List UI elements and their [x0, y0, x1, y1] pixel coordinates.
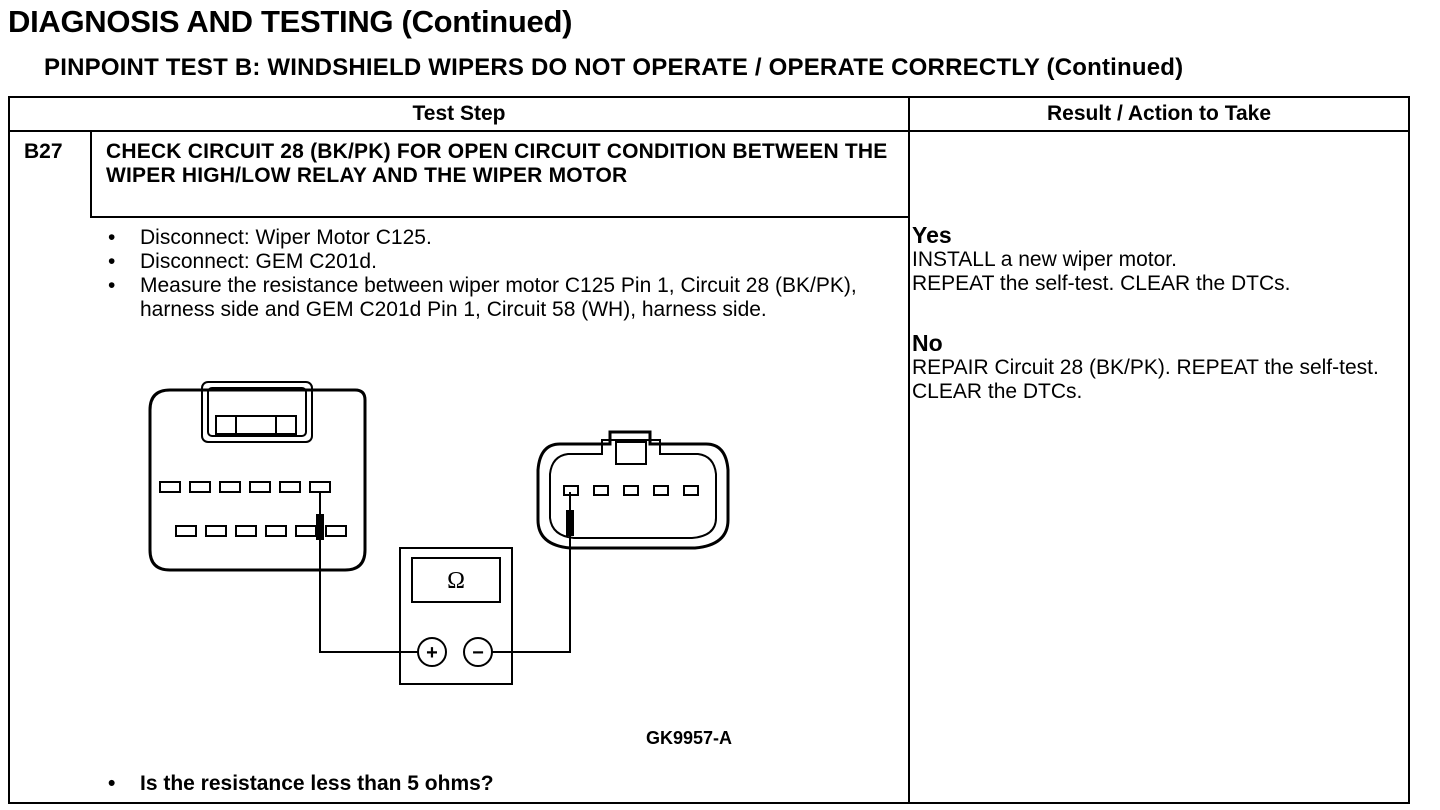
instruction-item: Disconnect: GEM C201d.	[104, 250, 904, 274]
positive-terminal-label: +	[426, 642, 438, 664]
header-row-divider	[10, 130, 1408, 132]
result-yes: Yes INSTALL a new wiper motor. REPEAT th…	[912, 222, 1392, 296]
step-id-divider	[90, 132, 92, 218]
step-question: Is the resistance less than 5 ohms?	[104, 772, 494, 796]
column-header-test-step: Test Step	[412, 102, 506, 125]
step-title: CHECK CIRCUIT 28 (BK/PK) FOR OPEN CIRCUI…	[106, 140, 888, 187]
result-no-label: No	[912, 330, 943, 356]
connector-meter-diagram: Ω + −	[148, 381, 730, 685]
figure-id: GK9957-A	[646, 728, 733, 748]
ohm-symbol: Ω	[447, 568, 465, 594]
result-yes-text-1: INSTALL a new wiper motor.	[912, 248, 1177, 271]
result-yes-label: Yes	[912, 222, 952, 248]
step-question-text: Is the resistance less than 5 ohms?	[140, 772, 494, 795]
instruction-item: Measure the resistance between wiper mot…	[104, 274, 904, 322]
result-no-text: REPAIR Circuit 28 (BK/PK). REPEAT the se…	[912, 356, 1379, 403]
negative-probe-icon	[566, 510, 574, 536]
result-no: No REPAIR Circuit 28 (BK/PK). REPEAT the…	[912, 330, 1392, 404]
column-divider	[908, 98, 910, 802]
step-title-divider	[90, 216, 908, 218]
instruction-list: Disconnect: Wiper Motor C125. Disconnect…	[104, 226, 904, 322]
wiper-motor-connector-icon	[536, 430, 730, 550]
step-id: B27	[24, 140, 63, 163]
gem-connector-icon	[148, 381, 367, 572]
negative-test-lead	[492, 492, 571, 653]
positive-probe-icon	[316, 514, 324, 540]
instruction-item: Disconnect: Wiper Motor C125.	[104, 226, 904, 250]
negative-terminal-label: −	[472, 642, 484, 664]
positive-test-lead	[319, 492, 418, 653]
page-title: DIAGNOSIS AND TESTING (Continued)	[8, 4, 573, 39]
pinpoint-test-table: Test Step Result / Action to Take B27 CH…	[8, 96, 1410, 804]
page-subtitle: PINPOINT TEST B: WINDSHIELD WIPERS DO NO…	[44, 54, 1184, 81]
result-yes-text-2: REPEAT the self-test. CLEAR the DTCs.	[912, 272, 1291, 295]
column-header-result: Result / Action to Take	[1046, 102, 1272, 125]
